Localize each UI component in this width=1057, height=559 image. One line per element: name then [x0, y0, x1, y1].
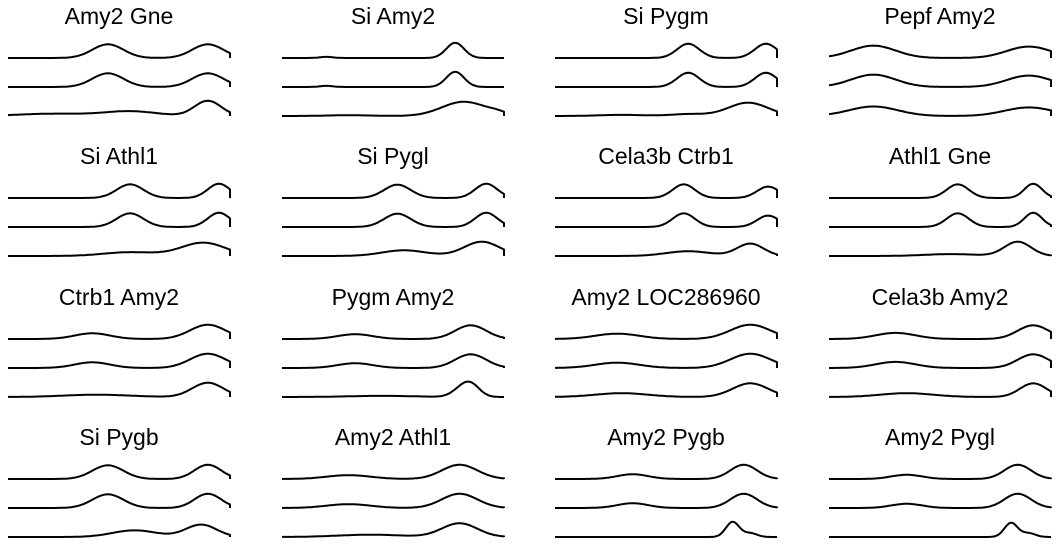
density-curve — [829, 463, 1052, 480]
density-curve — [281, 463, 505, 480]
density-curve — [829, 182, 1052, 199]
density-curve — [555, 71, 778, 88]
density-curve — [829, 240, 1052, 257]
density-curve — [555, 101, 778, 117]
density-panel: Si Athl1 — [4, 140, 234, 276]
density-plot — [282, 182, 505, 257]
density-panel: Pepf Amy2 — [825, 0, 1055, 136]
panel-title: Amy2 Athl1 — [334, 424, 452, 450]
panel-title: Si Pygm — [623, 3, 709, 29]
density-panel: Si Pygl — [278, 140, 508, 276]
density-curve — [829, 492, 1052, 509]
density-panel: Amy2 Pygb — [551, 421, 781, 557]
density-plot — [282, 324, 505, 398]
density-curve — [8, 241, 231, 257]
density-curve — [829, 353, 1052, 369]
density-curve — [828, 73, 1052, 88]
density-panel: Amy2 Pygl — [825, 421, 1055, 557]
density-curve — [829, 324, 1052, 340]
density-plot — [829, 324, 1052, 398]
density-panel: Si Amy2 — [278, 0, 508, 136]
density-plot — [282, 41, 505, 117]
density-plot — [8, 323, 231, 398]
density-curve — [555, 352, 778, 369]
density-plot — [7, 43, 231, 117]
density-curve — [282, 41, 504, 59]
density-curve — [8, 43, 231, 59]
density-curve — [282, 380, 504, 398]
density-curve — [8, 381, 231, 398]
density-plot — [555, 42, 778, 117]
density-curve — [8, 323, 231, 340]
density-plot — [555, 183, 778, 257]
panel-title: Ctrb1 Amy2 — [58, 284, 180, 310]
density-plot — [281, 463, 505, 538]
panel-title: Pepf Amy2 — [884, 3, 996, 29]
density-curve — [555, 382, 778, 398]
density-curve — [828, 44, 1052, 59]
panel-title: Si Amy2 — [350, 3, 436, 29]
panel-title: Cela3b Ctrb1 — [598, 143, 734, 169]
density-curve — [555, 42, 778, 59]
density-curve — [282, 353, 505, 369]
density-curve — [555, 212, 778, 228]
panel-title: Amy2 Pygb — [607, 424, 725, 450]
panel-title: Pygm Amy2 — [331, 284, 455, 310]
density-panel: Si Pygm — [551, 0, 781, 136]
density-panel: Amy2 Gne — [4, 0, 234, 136]
density-curve — [8, 352, 231, 369]
density-curve — [8, 463, 231, 480]
density-curve — [829, 382, 1052, 398]
density-curve — [282, 211, 505, 228]
panel-title: Amy2 Pygl — [885, 424, 995, 450]
density-panel: Amy2 Athl1 — [278, 421, 508, 557]
density-plot — [829, 463, 1052, 538]
density-curve — [7, 99, 231, 117]
density-curve — [282, 240, 505, 257]
panel-title: Si Pygl — [357, 143, 429, 169]
density-curve — [555, 242, 778, 257]
density-curve — [829, 521, 1051, 538]
panel-title: Athl1 Gne — [888, 143, 992, 169]
density-panel: Pygm Amy2 — [278, 281, 508, 417]
panel-title: Amy2 LOC286960 — [571, 284, 761, 310]
density-panel: Cela3b Amy2 — [825, 281, 1055, 417]
density-curve — [555, 323, 778, 340]
density-curve — [282, 522, 505, 538]
density-curve — [8, 72, 231, 88]
density-curve — [555, 520, 777, 538]
density-curve — [8, 211, 231, 228]
panel-title: Si Pygb — [79, 424, 159, 450]
density-curve — [282, 324, 505, 340]
density-curve — [8, 182, 231, 199]
density-panel: Cela3b Ctrb1 — [551, 140, 781, 276]
density-plot — [829, 182, 1052, 257]
panel-title: Cela3b Amy2 — [871, 284, 1009, 310]
panel-title: Amy2 Gne — [64, 3, 174, 29]
density-curve — [282, 70, 504, 88]
density-curve — [828, 105, 1052, 117]
density-curve — [8, 492, 231, 509]
density-curve — [282, 100, 505, 117]
panel-title: Si Athl1 — [80, 143, 158, 169]
density-plot — [555, 323, 778, 398]
density-plot — [555, 463, 778, 538]
density-curve — [282, 182, 505, 199]
density-plot — [8, 463, 231, 538]
density-panel: Athl1 Gne — [825, 140, 1055, 276]
density-panel: Amy2 LOC286960 — [551, 281, 781, 417]
density-plot — [8, 182, 231, 257]
density-curve — [8, 523, 231, 538]
density-curve — [829, 211, 1052, 228]
density-curve — [555, 463, 778, 480]
density-curve — [555, 492, 778, 509]
density-panel: Si Pygb — [4, 421, 234, 557]
density-curve — [281, 492, 505, 509]
density-plot — [828, 44, 1052, 117]
density-curve — [555, 183, 778, 199]
density-panel: Ctrb1 Amy2 — [4, 281, 234, 417]
